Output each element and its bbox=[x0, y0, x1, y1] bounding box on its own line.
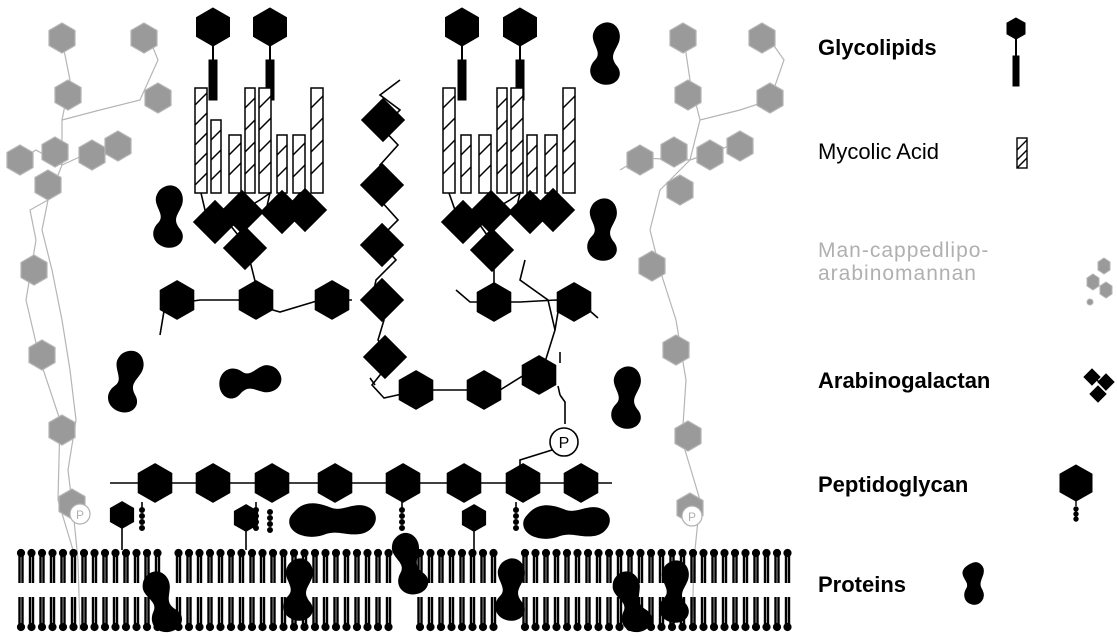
phospholipid bbox=[205, 548, 215, 632]
phospholipid bbox=[467, 548, 478, 632]
lam-legend-icon bbox=[1086, 257, 1113, 306]
phospholipid bbox=[425, 548, 436, 632]
glycolipid-legend-icon bbox=[1006, 17, 1026, 87]
phospholipid bbox=[362, 548, 373, 632]
phospholipid bbox=[247, 548, 257, 632]
phospholipid bbox=[562, 548, 572, 632]
phospholipid bbox=[215, 548, 226, 632]
legend-icons bbox=[962, 17, 1115, 605]
phospholipid bbox=[100, 548, 110, 632]
glycolipid bbox=[445, 7, 479, 101]
lam-molecule-left: P bbox=[6, 22, 172, 631]
phospholipid bbox=[373, 548, 383, 632]
mycolic-acid-layer-right bbox=[442, 87, 576, 194]
phospholipid bbox=[131, 548, 142, 632]
phospholipid bbox=[782, 548, 793, 632]
glycolipid-group bbox=[196, 7, 537, 101]
protein bbox=[105, 347, 146, 415]
phospholipid bbox=[331, 548, 341, 632]
phospholipid bbox=[320, 548, 331, 632]
phospholipid bbox=[583, 548, 593, 632]
phospholipid bbox=[194, 548, 205, 632]
protein bbox=[216, 360, 284, 401]
phospholipid bbox=[37, 548, 47, 632]
phospholipid bbox=[121, 548, 131, 632]
legend-proteins: Proteins bbox=[818, 572, 907, 597]
phospholipid bbox=[730, 548, 740, 632]
phospholipid bbox=[698, 548, 709, 632]
legend-mycolic-acid: Mycolic Acid bbox=[818, 139, 940, 164]
phospholipid bbox=[68, 548, 79, 632]
phospholipid bbox=[478, 548, 488, 632]
phospholipid bbox=[257, 548, 268, 632]
phospholipid bbox=[26, 548, 37, 632]
lipid-anchored-units bbox=[109, 501, 487, 550]
protein bbox=[606, 567, 656, 636]
glycolipid bbox=[503, 7, 537, 101]
protein bbox=[587, 198, 617, 261]
arabinogalactan-left bbox=[159, 188, 352, 336]
phosphate-label: P bbox=[559, 435, 570, 452]
phospholipid bbox=[719, 548, 730, 632]
arabinogalactan-right bbox=[441, 188, 599, 322]
phospholipid bbox=[58, 548, 68, 632]
phospholipid bbox=[89, 548, 100, 632]
protein bbox=[611, 366, 641, 429]
phospholipid bbox=[593, 548, 604, 632]
protein bbox=[659, 560, 689, 623]
peptidoglycan-legend-icon bbox=[1059, 464, 1093, 522]
protein bbox=[153, 185, 183, 248]
phospholipid bbox=[184, 548, 194, 632]
phospholipid bbox=[740, 548, 751, 632]
phospholipid bbox=[352, 548, 362, 632]
phospholipid bbox=[761, 548, 772, 632]
mycolic-acid-layer-left bbox=[194, 87, 324, 194]
phospholipid bbox=[310, 548, 320, 632]
phospholipid bbox=[604, 548, 614, 632]
phospholipid bbox=[772, 548, 782, 632]
arabinogalactan-legend-icon bbox=[1083, 368, 1115, 403]
legend-peptidoglycan: Peptidoglycan bbox=[818, 472, 969, 497]
lam-molecule-right: P bbox=[619, 22, 785, 631]
protein-legend-icon bbox=[962, 562, 984, 605]
phospholipid bbox=[457, 548, 467, 632]
phospholipid bbox=[47, 548, 58, 632]
protein bbox=[590, 22, 620, 85]
legend-lam-line2: arabinomannan bbox=[818, 262, 977, 285]
phospholipid bbox=[436, 548, 446, 632]
phospholipid bbox=[541, 548, 551, 632]
phospholipid bbox=[268, 548, 278, 632]
phospholipid bbox=[551, 548, 562, 632]
mycolic-acid-legend-icon bbox=[1016, 137, 1028, 169]
phospholipid bbox=[530, 548, 541, 632]
phospholipid bbox=[488, 548, 499, 632]
legend-glycolipids: Glycolipids bbox=[818, 35, 937, 60]
phospholipid bbox=[446, 548, 457, 632]
protein bbox=[283, 558, 313, 621]
phospholipid bbox=[709, 548, 719, 632]
lam-phosphate-left-label: P bbox=[76, 508, 84, 522]
phospholipid bbox=[278, 548, 289, 632]
phospholipid bbox=[383, 548, 394, 632]
phospholipid bbox=[110, 548, 121, 632]
protein bbox=[386, 530, 431, 599]
lam-phosphate-right-label: P bbox=[688, 510, 696, 524]
glycolipid bbox=[196, 7, 230, 101]
phospholipid bbox=[79, 548, 89, 632]
phospholipid bbox=[16, 548, 26, 632]
protein bbox=[289, 503, 376, 537]
protein bbox=[523, 505, 610, 539]
phospholipid bbox=[572, 548, 583, 632]
phospholipid bbox=[236, 548, 247, 632]
legend-arabinogalactan: Arabinogalactan bbox=[818, 368, 991, 393]
phospholipid bbox=[751, 548, 761, 632]
phospholipid bbox=[341, 548, 352, 632]
glycolipid bbox=[253, 7, 287, 101]
phospholipid bbox=[520, 548, 530, 632]
phospholipid bbox=[226, 548, 236, 632]
protein bbox=[495, 558, 525, 621]
legend-lam-line1: Man-cappedlipo- bbox=[818, 239, 990, 262]
